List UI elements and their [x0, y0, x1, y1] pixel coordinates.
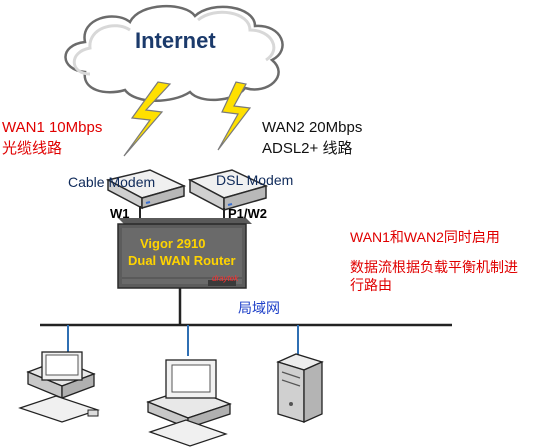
port-p1w2-label: P1/W2 — [228, 206, 268, 221]
desktop-computer-icon — [146, 359, 232, 447]
router-type-label: Dual WAN Router — [128, 253, 236, 268]
router-brand-badge: draytek — [212, 274, 239, 283]
cloud-label: Internet — [135, 28, 216, 53]
server-icon — [276, 353, 324, 424]
note-load-balance-line2: 行路由 — [350, 277, 392, 293]
cloud-icon — [64, 5, 284, 102]
router-model-label: Vigor 2910 — [140, 236, 206, 251]
port-w1-label: W1 — [110, 206, 130, 221]
note-load-balance-line1: 数据流根据负载平衡机制进 — [350, 259, 518, 275]
lan-backbone — [40, 288, 452, 356]
lightning-icon — [123, 81, 172, 157]
router-icon — [117, 218, 252, 289]
lightning-icon — [217, 81, 252, 151]
lan-label: 局域网 — [238, 300, 280, 316]
note-dual-wan: WAN1和WAN2同时启用 — [350, 229, 500, 245]
dsl-modem-label: DSL Modem — [216, 172, 294, 188]
modem-icon — [105, 169, 187, 210]
desktop-computer-icon — [18, 351, 100, 423]
wan1-speed-label: WAN1 10Mbps — [2, 119, 103, 136]
cable-modem-label: Cable Modem — [68, 174, 156, 190]
wan2-speed-label: WAN2 20Mbps — [262, 119, 363, 136]
wan1-line-label: 光缆线路 — [2, 140, 63, 157]
wan2-line-label: ADSL2+ 线路 — [262, 140, 353, 157]
